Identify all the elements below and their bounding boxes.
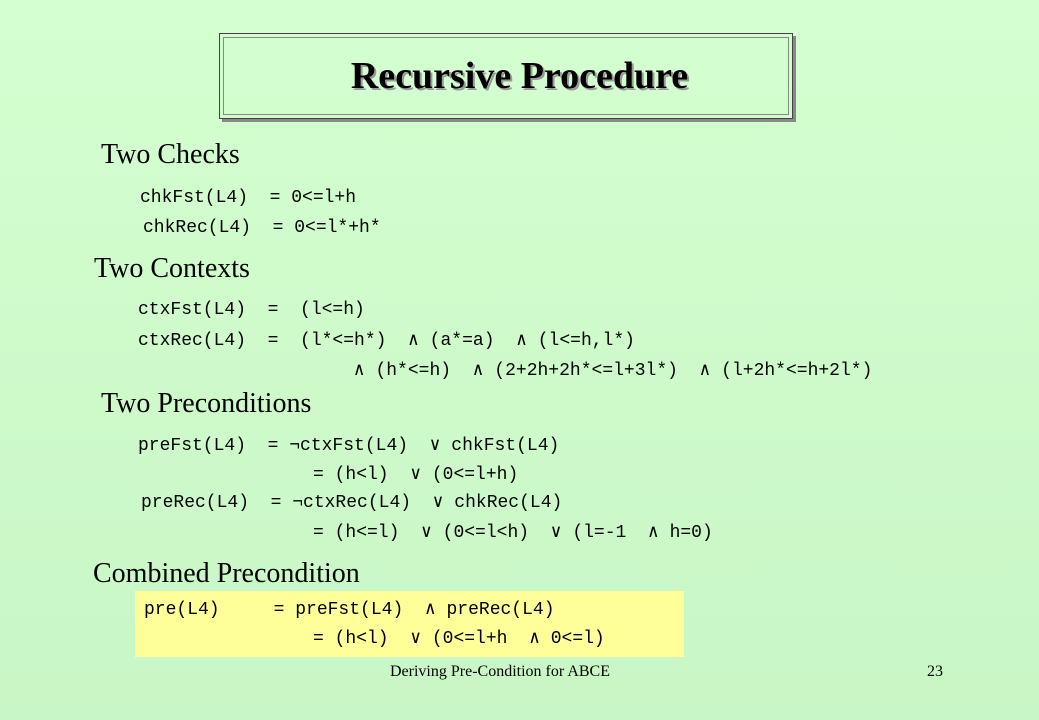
prefst-line: preFst(L4) = ¬ctxFst(L4) ∨ chkFst(L4): [138, 436, 560, 456]
pre-line: pre(L4) = preFst(L4) ∧ preRec(L4): [144, 600, 555, 620]
title-box: [219, 33, 793, 119]
prerec-line: preRec(L4) = ¬ctxRec(L4) ∨ chkRec(L4): [141, 493, 563, 513]
page-number: 23: [927, 663, 943, 680]
ctxrec-line-continued: ∧ (h*<=h) ∧ (2+2h+2h*<=l+3l*) ∧ (l+2h*<=…: [343, 361, 873, 381]
slide-title: Recursive Procedure: [350, 55, 689, 97]
chkrec-line: chkRec(L4) = 0<=l*+h*: [143, 218, 381, 238]
ctxfst-line: ctxFst(L4) = (l<=h): [138, 300, 365, 320]
heading-two-preconditions: Two Preconditions: [101, 388, 312, 419]
combined-precondition-highlight: [135, 591, 684, 657]
ctxrec-line: ctxRec(L4) = (l*<=h*) ∧ (a*=a) ∧ (l<=h,l…: [138, 331, 635, 351]
heading-combined-precondition: Combined Precondition: [93, 558, 360, 589]
title-box-inner: [223, 37, 789, 115]
prerec-line-simplified: = (h<=l) ∨ (0<=l<h) ∨ (l=-1 ∧ h=0): [313, 523, 713, 543]
chkfst-line: chkFst(L4) = 0<=l+h: [140, 188, 357, 208]
pre-line-simplified: = (h<l) ∨ (0<=l+h ∧ 0<=l): [313, 629, 605, 649]
footer-caption: Deriving Pre-Condition for ABCE: [390, 663, 610, 680]
heading-two-contexts: Two Contexts: [94, 253, 250, 284]
prefst-line-simplified: = (h<l) ∨ (0<=l+h): [313, 465, 519, 485]
heading-two-checks: Two Checks: [101, 139, 240, 170]
